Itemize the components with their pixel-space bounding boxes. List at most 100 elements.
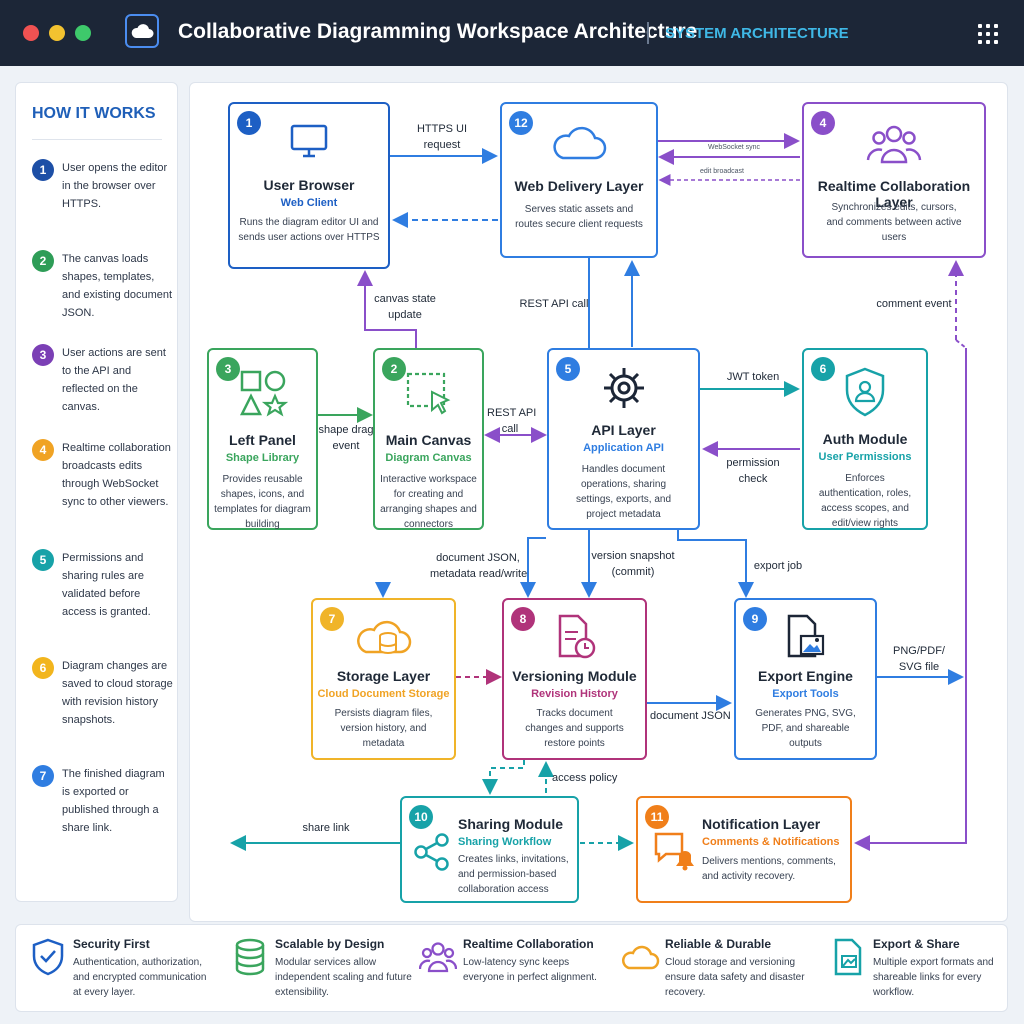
node-api-layer[interactable]: 5 API Layer Application API Handles docu… [547, 348, 700, 530]
label-https-request: HTTPS UI request [416, 123, 468, 151]
node-description: Handles document operations, sharing set… [575, 464, 672, 520]
label-export-formats: PNG/PDF/ SVG file [893, 645, 945, 673]
node-description: Tracks document changes and supports res… [525, 708, 624, 749]
step-text: The finished diagram is exported or publ… [62, 768, 165, 834]
maximize-window-button[interactable] [75, 25, 91, 41]
node-notification-layer[interactable]: 11 Notification Layer Comments & Notific… [636, 796, 852, 903]
node-badge: 1 [237, 111, 261, 135]
label-edit-broadcast: edit broadcast [700, 168, 744, 175]
image-export-icon [736, 612, 875, 662]
label-jwt-token: JWT token [726, 371, 780, 383]
document-clock-icon [504, 612, 645, 662]
shapes-icon [209, 368, 316, 418]
gear-icon [549, 364, 698, 412]
cloud-icon [125, 14, 159, 48]
node-subtitle: Cloud Document Storage [317, 688, 450, 700]
node-title: Notification Layer [702, 816, 821, 832]
node-main-canvas[interactable]: 2 Main Canvas Diagram Canvas Interactive… [373, 348, 484, 530]
node-subtitle: Export Tools [772, 688, 839, 700]
feature-description: Cloud storage and versioning ensure data… [665, 957, 805, 998]
cloud-icon [620, 937, 660, 977]
database-icon [230, 937, 270, 977]
label-share-link: share link [302, 822, 350, 834]
label-document-json: document JSON, metadata read/write [430, 552, 528, 580]
users-icon [804, 122, 984, 166]
label-rest-api-call-2: REST API call [487, 407, 537, 435]
sidebar-divider [32, 139, 162, 140]
node-description: Delivers mentions, comments, and activit… [702, 856, 836, 882]
node-subtitle: Comments & Notifications [702, 836, 840, 848]
node-title: User Browser [263, 177, 355, 193]
label-export-job: export job [753, 560, 803, 572]
label-document-json-2: document JSON [650, 710, 731, 722]
share-icon [412, 832, 452, 872]
step-text: Permissions and sharing rules are valida… [62, 552, 151, 618]
window-title: Collaborative Diagramming Workspace Arch… [178, 20, 698, 43]
feature-strip: Security First Authentication, authoriza… [15, 924, 1008, 1012]
feature-title: Export & Share [873, 937, 960, 951]
node-subtitle: Web Client [280, 197, 338, 209]
node-title: Main Canvas [385, 432, 472, 448]
step-badge: 7 [32, 765, 54, 787]
feature-scalable: Scalable by Design Modular services allo… [230, 925, 420, 1011]
node-sharing-module[interactable]: 10 Sharing Module Sharing Workflow Creat… [400, 796, 579, 903]
feature-description: Multiple export formats and shareable li… [873, 957, 994, 998]
node-subtitle: Sharing Workflow [458, 836, 552, 848]
node-storage-layer[interactable]: 7 Storage Layer Cloud Document Storage P… [311, 598, 456, 760]
how-it-works-title: HOW IT WORKS [32, 105, 156, 122]
node-title: Auth Module [822, 431, 908, 447]
step-badge: 3 [32, 344, 54, 366]
node-badge: 9 [743, 607, 767, 631]
feature-export-share: Export & Share Multiple export formats a… [828, 925, 1018, 1011]
step-text: User opens the editor in the browser ove… [62, 162, 168, 210]
feature-title: Scalable by Design [275, 937, 385, 951]
feature-description: Authentication, authorization, and encry… [73, 957, 207, 998]
node-description: Provides reusable shapes, icons, and tem… [214, 474, 311, 530]
step-text: The canvas loads shapes, templates, and … [62, 253, 173, 319]
node-user-browser[interactable]: 1 User Browser Web Client Runs the diagr… [228, 102, 390, 269]
node-badge: 8 [511, 607, 535, 631]
label-access-policy: access policy [552, 772, 618, 784]
feature-realtime: Realtime Collaboration Low-latency sync … [418, 925, 608, 1011]
node-auth-module[interactable]: 6 Auth Module User Permissions Enforces … [802, 348, 928, 530]
close-window-button[interactable] [23, 25, 39, 41]
minimize-window-button[interactable] [49, 25, 65, 41]
chat-bell-icon [652, 828, 696, 872]
window-subtitle: SYSTEM ARCHITECTURE [665, 25, 849, 42]
node-title: API Layer [591, 422, 656, 438]
node-description: Enforces authentication, roles, access s… [818, 473, 912, 529]
label-canvas-state: canvas state update [374, 293, 436, 321]
node-web-delivery[interactable]: 12 Web Delivery Layer Serves static asse… [500, 102, 658, 258]
node-badge: 6 [811, 357, 835, 381]
label-comment-event: comment event [876, 298, 952, 310]
node-description: Runs the diagram editor UI and sends use… [238, 217, 380, 243]
node-description: Generates PNG, SVG, PDF, and shareable o… [755, 708, 856, 749]
node-subtitle: User Permissions [818, 451, 912, 463]
node-export-engine[interactable]: 9 Export Engine Export Tools Generates P… [734, 598, 877, 760]
node-description: Synchronizes edits, cursors, and comment… [826, 202, 962, 243]
feature-security: Security First Authentication, authoriza… [28, 925, 218, 1011]
shield-icon [28, 937, 68, 977]
node-realtime-collaboration[interactable]: 4 Realtime Collaboration Layer Synchroni… [802, 102, 986, 258]
node-left-panel[interactable]: 3 Left Panel Shape Library Provides reus… [207, 348, 318, 530]
feature-title: Security First [73, 937, 150, 951]
node-versioning-module[interactable]: 8 Versioning Module Revision History Tra… [502, 598, 647, 760]
title-bar: Collaborative Diagramming Workspace Arch… [0, 0, 1024, 66]
node-description: Creates links, invitations, and permissi… [458, 854, 569, 895]
title-divider [647, 22, 649, 44]
node-subtitle: Diagram Canvas [385, 452, 472, 464]
shield-user-icon [804, 366, 926, 418]
step-text: Realtime collaboration broadcasts edits … [62, 442, 171, 508]
node-badge: 3 [216, 357, 240, 381]
node-badge: 2 [382, 357, 406, 381]
step-badge: 5 [32, 549, 54, 571]
users-icon [418, 937, 458, 977]
feature-reliable: Reliable & Durable Cloud storage and ver… [620, 925, 810, 1011]
node-subtitle: Shape Library [225, 452, 300, 464]
export-icon [828, 937, 868, 977]
node-description: Serves static assets and routes secure c… [515, 204, 643, 230]
monitor-icon [230, 122, 388, 162]
grid-menu-icon[interactable] [978, 24, 998, 44]
node-title: Versioning Module [512, 668, 637, 684]
node-description: Persists diagram files, version history,… [334, 708, 433, 749]
